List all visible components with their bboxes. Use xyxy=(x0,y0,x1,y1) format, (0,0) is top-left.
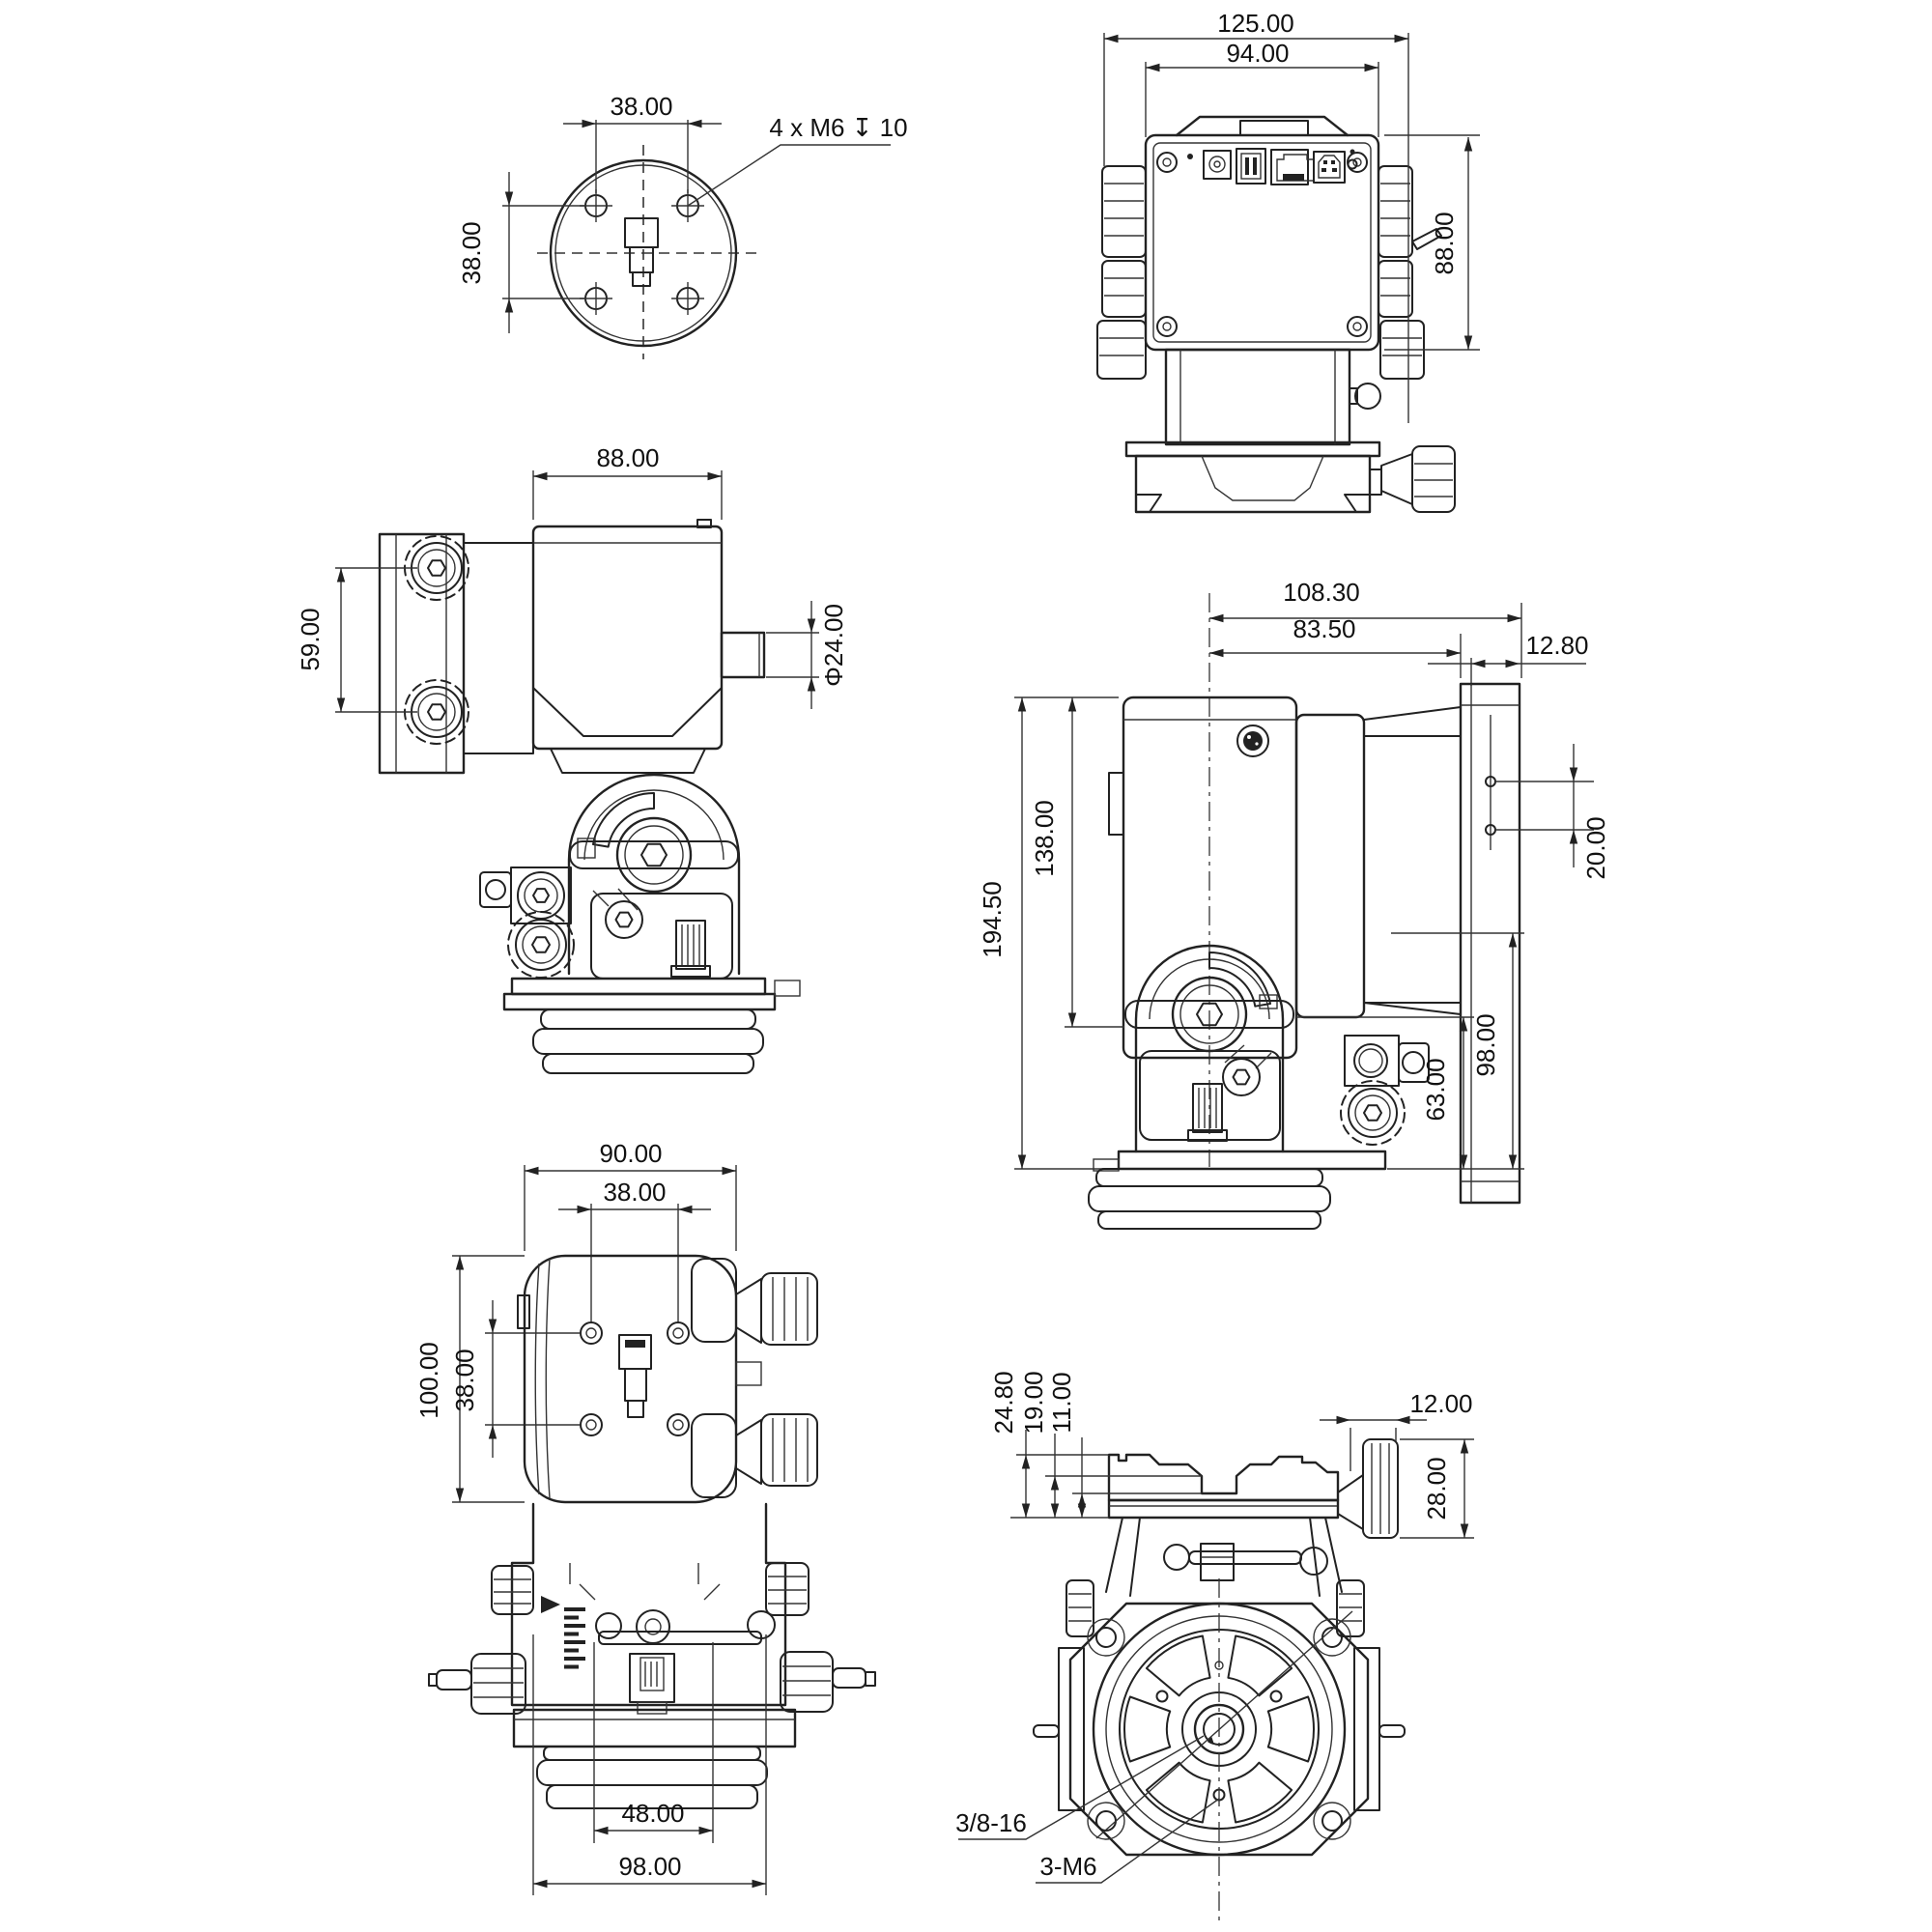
base-housing-outline xyxy=(1068,1602,1370,1857)
dim-saddle-outer-offset: 108.30 xyxy=(1283,578,1360,607)
altitude-adjuster-right xyxy=(1340,1035,1430,1146)
dim-left-body-width: 88.00 xyxy=(596,443,659,472)
saddle-clamp-knob xyxy=(1362,1438,1399,1539)
dim-rear-body-height: 88.00 xyxy=(1430,212,1459,274)
view-bottom: 24.80 19.00 11.00 12.00 28.00 xyxy=(955,1371,1474,1922)
saddle-profile xyxy=(1107,1453,1340,1502)
altitude-arc-slot xyxy=(592,792,655,848)
dim-overall-height: 194.50 xyxy=(978,881,1007,958)
dim-saddle-mid: 19.00 xyxy=(1019,1371,1048,1434)
wedge-panel-right xyxy=(1139,1044,1281,1142)
dim-plate-thickness: 12.80 xyxy=(1525,631,1588,660)
led-dot-right xyxy=(1350,149,1355,155)
azimuth-base-right xyxy=(1088,1150,1387,1230)
dim-base-inner-width: 48.00 xyxy=(621,1799,684,1828)
dim-knob-length: 12.00 xyxy=(1409,1389,1472,1418)
view-top: 90.00 38.00 100.00 38.00 xyxy=(414,1139,876,1895)
m6-holes xyxy=(580,189,704,315)
dim-top-body-depth: 100.00 xyxy=(414,1342,443,1419)
dim-shaft-diameter: Φ24.00 xyxy=(819,604,848,687)
led-dot-left xyxy=(1187,154,1193,159)
azimuth-pin-knob xyxy=(1354,383,1381,410)
dim-top-spacing-y: 38.00 xyxy=(450,1349,479,1411)
scale-pointer xyxy=(541,1596,560,1613)
usb-b-port xyxy=(1313,151,1346,184)
view-plate-top: 38.00 38.00 4 x M6 ↧ 10 xyxy=(457,92,908,359)
dim-rear-overall-width: 125.00 xyxy=(1217,9,1294,38)
dim-lower-height: 98.00 xyxy=(1471,1013,1500,1076)
left-clutch-knobs xyxy=(1096,165,1147,380)
dim-right-body-height: 138.00 xyxy=(1030,800,1059,877)
status-led xyxy=(1347,158,1358,170)
view-rear: 125.00 94.00 88.00 xyxy=(1096,9,1480,514)
dim-top-body-width: 90.00 xyxy=(599,1139,662,1168)
dim-saddle-inner: 11.00 xyxy=(1047,1372,1076,1433)
azimuth-scale xyxy=(564,1607,585,1669)
view-side-left: 88.00 Φ24.00 xyxy=(296,443,848,1074)
wedge-panel xyxy=(590,888,733,980)
side-bracket xyxy=(378,532,534,775)
azimuth-base xyxy=(502,977,801,1074)
dim-knob-diameter: 28.00 xyxy=(1422,1457,1451,1520)
callout-thread: 4 x M6 ↧ 10 xyxy=(769,113,907,142)
m6-hole-right xyxy=(1269,1690,1283,1703)
dim-rear-body-width: 94.00 xyxy=(1226,39,1289,68)
clutch-knob-lower xyxy=(404,679,469,745)
top-screws xyxy=(580,1321,690,1436)
callout-mount-holes: 3-M6 xyxy=(1039,1852,1096,1881)
m6-hole-left xyxy=(1155,1690,1169,1703)
dim-plate-hole-spacing: 20.00 xyxy=(1581,816,1610,879)
top-center-shaft xyxy=(618,1334,652,1418)
dim-plate-spacing-x: 38.00 xyxy=(610,92,672,121)
top-clutch-knobs xyxy=(735,1272,818,1487)
rear-ports xyxy=(1187,148,1358,185)
saddle-plate xyxy=(1459,682,1521,1205)
altitude-adjuster-knobs xyxy=(479,867,575,979)
dim-base-outer-width: 98.00 xyxy=(618,1852,681,1881)
power-connector xyxy=(1236,724,1269,757)
center-shaft xyxy=(624,217,659,287)
dovetail-base xyxy=(1124,440,1456,514)
altitude-arch-right xyxy=(1124,944,1294,1153)
ethernet-port xyxy=(1270,149,1315,185)
toggle-lever xyxy=(1411,228,1442,250)
altitude-lock-bar xyxy=(569,840,739,869)
base-housing xyxy=(428,1502,876,1715)
dim-plate-spacing-y: 38.00 xyxy=(457,221,486,284)
base-flange xyxy=(512,1708,797,1809)
azimuth-adjuster-bar xyxy=(1163,1543,1328,1581)
dim-saddle-inner-offset: 83.50 xyxy=(1293,614,1355,643)
altitude-arch xyxy=(567,773,741,976)
usb-a-port xyxy=(1236,148,1266,185)
view-side-right: 108.30 83.50 12.80 20.00 138.00 xyxy=(978,578,1610,1230)
dim-top-spacing-x: 38.00 xyxy=(603,1178,666,1207)
dc-power-port xyxy=(1203,150,1232,180)
dim-saddle-total: 24.80 xyxy=(989,1371,1018,1434)
corner-screws xyxy=(1156,152,1368,337)
right-clutch-knobs xyxy=(1378,165,1442,380)
dim-knob-spacing: 59.00 xyxy=(296,608,325,670)
dec-shaft xyxy=(720,631,766,679)
callout-center-thread: 3/8-16 xyxy=(955,1808,1027,1837)
dim-knob-center-height: 63.00 xyxy=(1421,1058,1450,1121)
clamp-knob xyxy=(1411,445,1456,513)
